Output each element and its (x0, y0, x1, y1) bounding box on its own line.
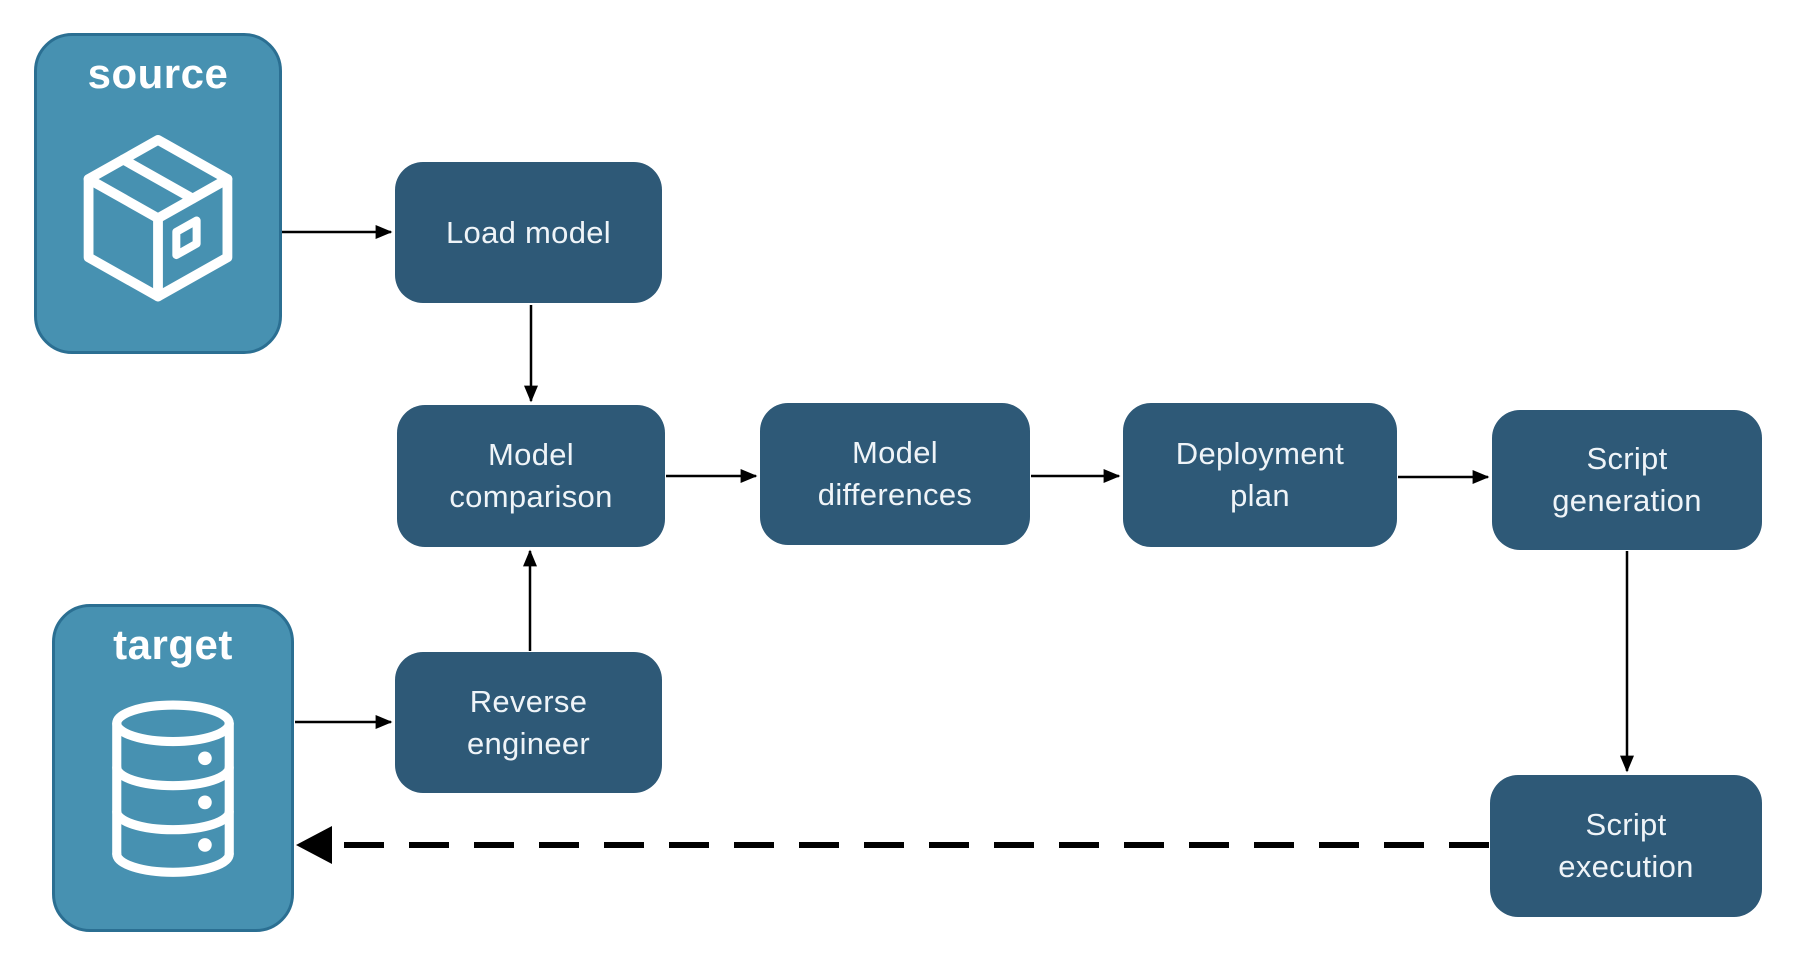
node-reverse-engineer: Reverse engineer (395, 652, 662, 793)
container-target: target (52, 604, 294, 932)
node-load-model: Load model (395, 162, 662, 303)
node-model-comparison: Model comparison (397, 405, 665, 547)
target-title: target (113, 621, 233, 668)
node-model-differences: Model differences (760, 403, 1030, 545)
node-script-generation: Script generation (1492, 410, 1762, 550)
source-title: source (87, 50, 229, 97)
node-script-execution: Script execution (1490, 775, 1762, 917)
node-deployment-plan: Deployment plan (1123, 403, 1397, 547)
arrow-script-execution-to-target (296, 826, 1489, 864)
database-icon (97, 669, 249, 929)
package-icon (69, 98, 247, 351)
container-source: source (34, 33, 282, 354)
